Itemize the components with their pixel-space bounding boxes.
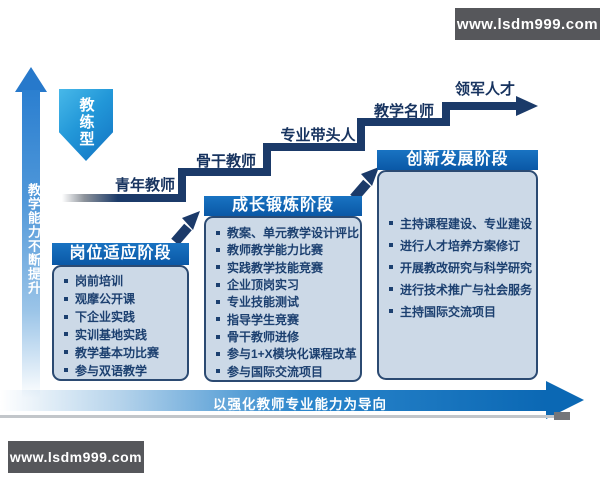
diagonal-arrow-icon — [171, 211, 200, 246]
stage-item: 教师教学能力比赛 — [227, 243, 324, 258]
list-item: 专业技能测试 — [206, 293, 360, 310]
vertical-axis-arrow — [22, 90, 40, 398]
baseline-shadow — [554, 412, 570, 420]
bullet-icon — [389, 243, 393, 247]
stage-item: 参与国际交流项目 — [227, 364, 324, 379]
stage-item: 实践教学技能竞赛 — [227, 260, 324, 275]
stage-item: 进行技术推广与社会服务 — [400, 282, 533, 297]
baseline-divider — [0, 415, 562, 418]
list-item: 主持国际交流项目 — [379, 300, 536, 322]
list-item: 主持课程建设、专业建设 — [379, 212, 536, 234]
stage-box-adaptation: 岗位适应阶段 岗前培训 观摩公开课 下企业实践 实训基地实践 教学基本功比赛 参… — [52, 243, 189, 381]
bullet-icon — [216, 299, 220, 304]
list-item: 参与双语教学 — [54, 361, 187, 379]
diagonal-arrow-icon — [350, 167, 379, 202]
stage-item: 主持国际交流项目 — [400, 304, 497, 319]
stage-title: 成长锻炼阶段 — [204, 196, 362, 216]
bullet-icon — [216, 282, 220, 287]
bullet-icon — [389, 265, 393, 269]
coach-type-label: 教练型 — [77, 97, 95, 148]
stair-riser-1 — [178, 168, 186, 202]
stage-item: 岗前培训 — [75, 274, 124, 289]
list-item: 实践教学技能竞赛 — [206, 259, 360, 276]
stage-item: 实训基地实践 — [75, 327, 148, 342]
stage-item: 进行人才培养方案修订 — [400, 238, 521, 253]
list-item: 参与国际交流项目 — [206, 363, 360, 380]
list-item: 开展教改研究与科学研究 — [379, 256, 536, 278]
list-item: 观摩公开课 — [54, 290, 187, 308]
stair-label-3: 专业带头人 — [280, 127, 356, 144]
stair-label-4: 教学名师 — [373, 103, 434, 120]
stair-arrowhead-icon — [516, 96, 538, 116]
stage-item: 主持课程建设、专业建设 — [400, 216, 533, 231]
watermark-top: www.lsdm999.com — [455, 8, 600, 40]
stage-item: 下企业实践 — [75, 310, 136, 325]
bullet-icon — [216, 334, 220, 339]
stair-label-5: 领军人才 — [454, 81, 515, 98]
stage-title: 岗位适应阶段 — [52, 243, 189, 265]
stair-step-5 — [442, 102, 518, 110]
list-item: 指导学生竞赛 — [206, 311, 360, 328]
stair-label-1: 青年教师 — [114, 177, 175, 194]
bottom-arrow-label: 以强化教师专业能力为导向 — [213, 397, 387, 412]
bottom-direction-arrow — [0, 390, 546, 411]
list-item: 进行技术推广与社会服务 — [379, 278, 536, 300]
stair-riser-4 — [442, 102, 450, 126]
stair-step-1 — [62, 194, 186, 202]
bullet-icon — [64, 296, 68, 301]
stage-box-growth: 成长锻炼阶段 教案、单元教学设计评比 教师教学能力比赛 实践教学技能竞赛 企业顶… — [204, 196, 362, 382]
list-item: 教师教学能力比赛 — [206, 241, 360, 258]
bullet-icon — [64, 314, 68, 319]
bullet-icon — [64, 278, 68, 283]
stage-item: 参与双语教学 — [75, 363, 148, 378]
stage-item: 教案、单元教学设计评比 — [227, 226, 360, 241]
stage-item: 骨干教师进修 — [227, 330, 300, 345]
up-arrow-icon — [15, 67, 47, 92]
stair-riser-2 — [263, 143, 271, 176]
coach-type-badge: 教练型 — [59, 89, 113, 161]
list-item: 参与1+X模块化课程改革 — [206, 345, 360, 362]
list-item: 教学基本功比赛 — [54, 343, 187, 361]
bullet-icon — [64, 368, 68, 373]
bullet-icon — [64, 350, 68, 355]
watermark-bottom: www.lsdm999.com — [8, 441, 144, 473]
stair-step-2 — [178, 168, 271, 176]
list-item: 实训基地实践 — [54, 325, 187, 343]
bullet-icon — [216, 230, 220, 235]
stage-item: 开展教改研究与科学研究 — [400, 260, 533, 275]
stage-item: 企业顶岗实习 — [227, 278, 300, 293]
list-item: 骨干教师进修 — [206, 328, 360, 345]
stage-item: 教学基本功比赛 — [75, 345, 160, 360]
stage-box-innovation: 创新发展阶段 主持课程建设、专业建设 进行人才培养方案修订 开展教改研究与科学研… — [377, 150, 538, 380]
bullet-icon — [389, 309, 393, 313]
vertical-axis-label: 教学能力不断提升 — [26, 183, 41, 295]
list-item: 岗前培训 — [54, 272, 187, 290]
list-item: 进行人才培养方案修订 — [379, 234, 536, 256]
list-item: 企业顶岗实习 — [206, 276, 360, 293]
stage-item: 指导学生竞赛 — [227, 312, 300, 327]
bullet-icon — [216, 317, 220, 322]
stair-label-2: 骨干教师 — [195, 153, 256, 170]
stage-item: 专业技能测试 — [227, 295, 300, 310]
bullet-icon — [389, 221, 393, 225]
stair-riser-3 — [357, 118, 365, 151]
bullet-icon — [64, 332, 68, 337]
stair-step-4 — [357, 118, 450, 126]
bullet-icon — [216, 247, 220, 252]
stair-step-3 — [263, 143, 365, 151]
stage-item: 观摩公开课 — [75, 292, 136, 307]
stage-item-list: 主持课程建设、专业建设 进行人才培养方案修订 开展教改研究与科学研究 进行技术推… — [377, 170, 538, 380]
list-item: 教案、单元教学设计评比 — [206, 224, 360, 241]
stage-item: 参与1+X模块化课程改革 — [227, 347, 357, 362]
stage-item-list: 教案、单元教学设计评比 教师教学能力比赛 实践教学技能竞赛 企业顶岗实习 专业技… — [204, 216, 362, 382]
list-item: 下企业实践 — [54, 308, 187, 326]
bullet-icon — [216, 265, 220, 270]
bullet-icon — [216, 351, 220, 356]
bullet-icon — [389, 287, 393, 291]
stage-title: 创新发展阶段 — [377, 150, 538, 170]
bullet-icon — [216, 369, 220, 374]
stage-item-list: 岗前培训 观摩公开课 下企业实践 实训基地实践 教学基本功比赛 参与双语教学 — [52, 265, 189, 381]
